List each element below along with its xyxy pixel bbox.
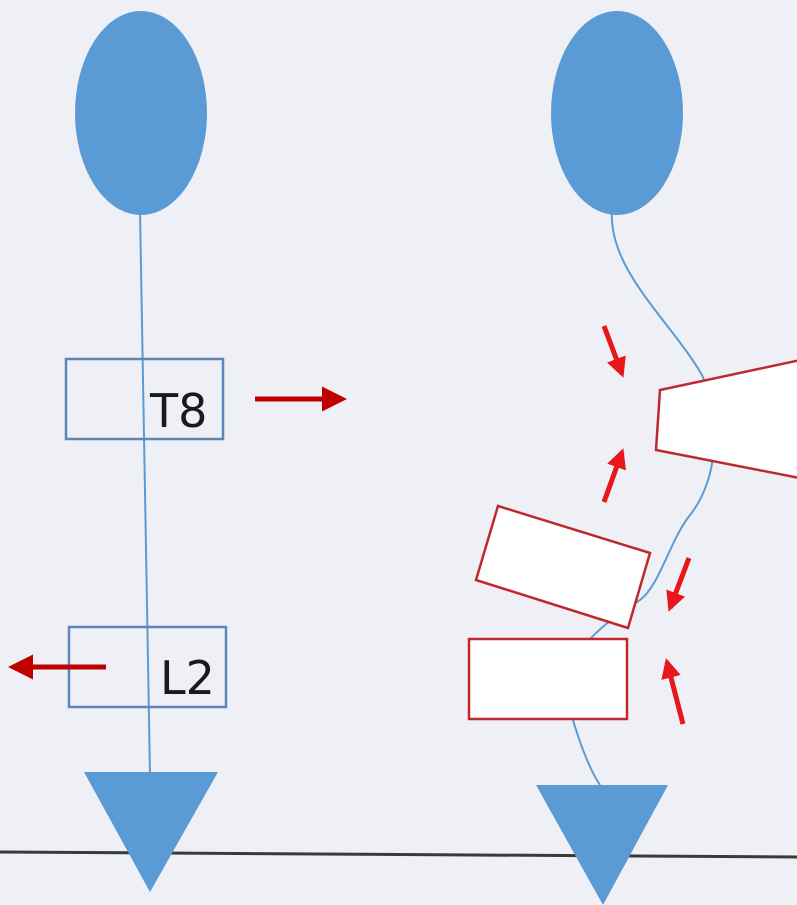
ground-line: [0, 850, 797, 859]
l2-label: L2: [160, 651, 215, 705]
right-figure: [467, 11, 797, 905]
force-arrow-3: [666, 557, 692, 612]
right-vertebra-lower: [467, 637, 629, 721]
force-arrow-2: [601, 448, 626, 503]
left-head: [75, 11, 207, 215]
left-vertebra-t8: [64, 357, 225, 441]
right-vertebra-tilted: [474, 504, 652, 630]
right-head: [551, 11, 683, 215]
force-arrow-1: [601, 325, 626, 378]
left-base-triangle: [84, 772, 218, 892]
t8-label: T8: [149, 384, 207, 438]
left-figure: T8 L2: [8, 11, 347, 892]
force-arrow-4: [661, 658, 686, 725]
left-spine-line: [139, 209, 151, 776]
right-vertebra-wedge: [654, 359, 797, 479]
right-base-triangle: [536, 785, 668, 905]
